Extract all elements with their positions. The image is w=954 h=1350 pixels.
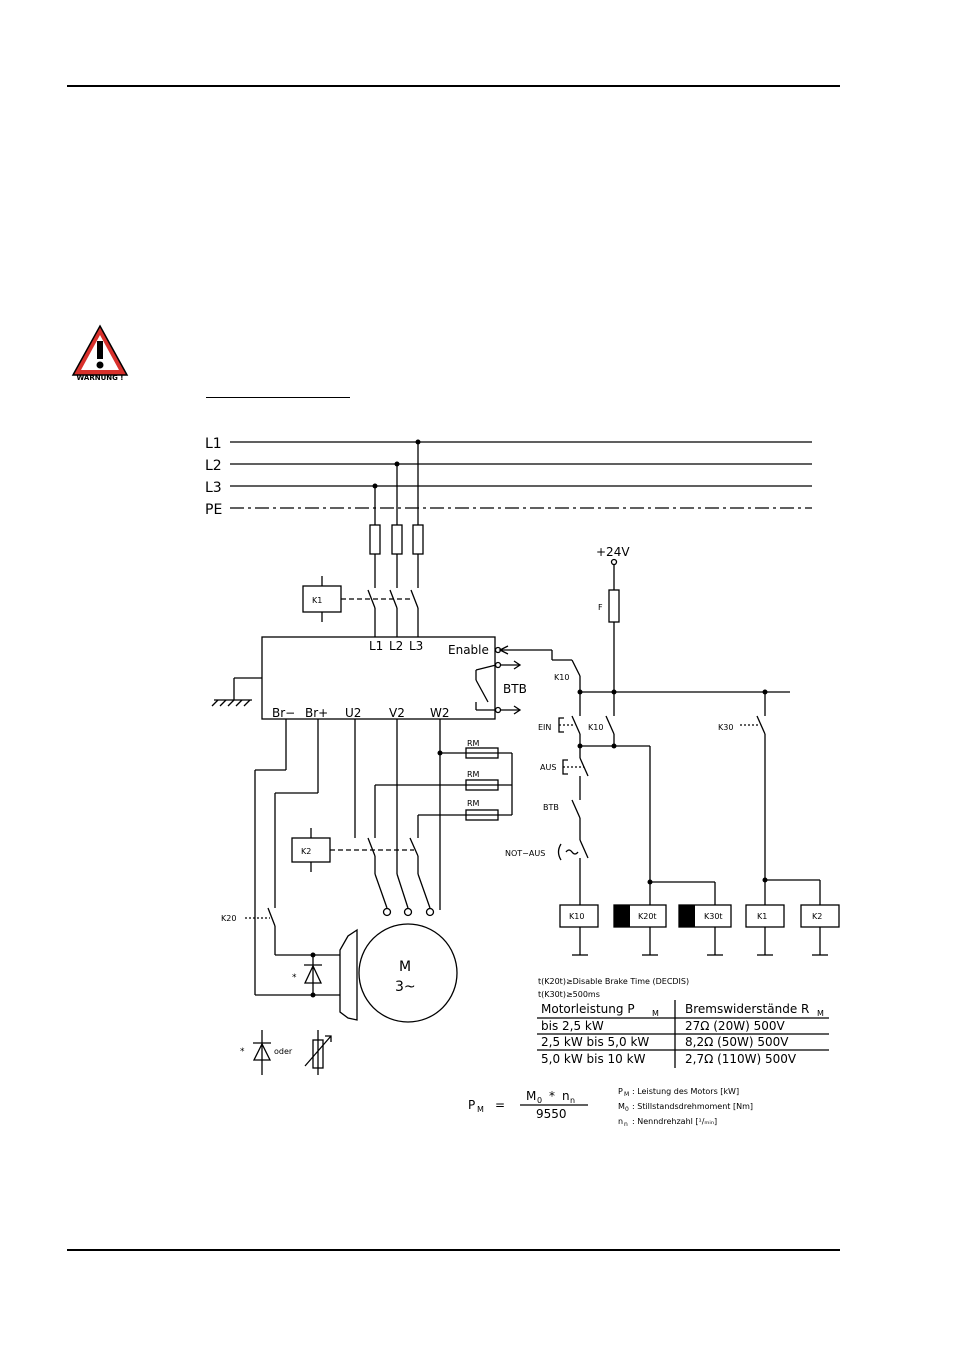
svg-text:P: P <box>618 1087 623 1096</box>
svg-text:K2: K2 <box>301 847 311 856</box>
label-l1: L1 <box>205 436 222 452</box>
svg-text:RM: RM <box>467 799 480 808</box>
fuse-f <box>608 589 620 623</box>
svg-text:RM: RM <box>467 770 480 779</box>
resistor-rm2 <box>465 779 499 791</box>
svg-text:M: M <box>477 1105 484 1114</box>
power-formula: P M = M 0 * n n 9550 P M : Leistung des … <box>468 1087 753 1128</box>
svg-text:*: * <box>240 1047 245 1057</box>
svg-text:=: = <box>495 1098 505 1112</box>
svg-text:M: M <box>618 1102 625 1111</box>
svg-text:n: n <box>624 1121 628 1128</box>
svg-text:RM: RM <box>467 739 480 748</box>
svg-text:M: M <box>399 959 411 975</box>
brake-resistor-table: Motorleistung P M Bremswiderstände R M b… <box>537 1000 829 1068</box>
resistor-rm3 <box>465 809 499 821</box>
svg-text:K10: K10 <box>569 912 584 921</box>
svg-text:K1: K1 <box>312 596 322 605</box>
svg-text:L1: L1 <box>369 639 383 653</box>
svg-text:Enable: Enable <box>448 643 489 657</box>
label-l2: L2 <box>205 458 222 474</box>
svg-text:K30: K30 <box>718 723 733 732</box>
fuse-l3 <box>369 524 381 555</box>
svg-text:Bremswiderstände R: Bremswiderstände R <box>685 1002 809 1016</box>
svg-text:2,5 kW bis 5,0 kW: 2,5 kW bis 5,0 kW <box>541 1035 649 1049</box>
svg-text:K10: K10 <box>554 673 569 682</box>
svg-text:M: M <box>526 1089 536 1103</box>
svg-text:: Stillstandsdrehmoment [Nm]: : Stillstandsdrehmoment [Nm] <box>632 1102 753 1111</box>
svg-text:0: 0 <box>625 1106 629 1113</box>
section-underline <box>206 397 350 398</box>
fuse-l2 <box>391 524 403 555</box>
svg-text:NOT−AUS: NOT−AUS <box>505 849 545 858</box>
svg-text:Br+: Br+ <box>305 706 328 720</box>
svg-text:5,0 kW bis 10 kW: 5,0 kW bis 10 kW <box>541 1052 646 1066</box>
brake-symbol <box>339 928 358 1021</box>
svg-text:K10: K10 <box>588 723 603 732</box>
svg-text:W2: W2 <box>430 706 450 720</box>
svg-text:L3: L3 <box>409 639 423 653</box>
svg-text:0: 0 <box>537 1096 542 1105</box>
coil-k10 <box>559 904 599 928</box>
svg-text:oder: oder <box>274 1047 293 1056</box>
warning-label: WARNUNG ! <box>76 374 124 382</box>
svg-text:M: M <box>652 1009 659 1018</box>
svg-text:K20: K20 <box>221 914 236 923</box>
warning-icon <box>71 324 129 376</box>
svg-text:K20t: K20t <box>638 912 657 921</box>
svg-text:BTB: BTB <box>543 803 559 812</box>
svg-text:*: * <box>549 1089 555 1103</box>
svg-text:BTB: BTB <box>503 682 527 696</box>
svg-text:bis 2,5 kW: bis 2,5 kW <box>541 1019 604 1033</box>
svg-text:n: n <box>570 1096 575 1105</box>
label-pe: PE <box>205 502 222 518</box>
svg-text:P: P <box>468 1098 475 1112</box>
svg-text:M: M <box>817 1009 824 1018</box>
svg-text:9550: 9550 <box>536 1107 567 1121</box>
svg-text:K1: K1 <box>757 912 767 921</box>
svg-text:*: * <box>292 973 297 983</box>
motor-symbol <box>358 923 458 1023</box>
resistor-rm1 <box>465 747 499 759</box>
svg-text:27Ω (20W) 500V: 27Ω (20W) 500V <box>685 1019 785 1033</box>
svg-text:U2: U2 <box>345 706 361 720</box>
label-l3: L3 <box>205 480 222 496</box>
svg-text:: Nenndrehzahl [¹/ₘᵢₙ]: : Nenndrehzahl [¹/ₘᵢₙ] <box>632 1117 717 1126</box>
note-k20t: t(K20t)≥Disable Brake Time (DECDIS) <box>538 977 689 986</box>
svg-text:EIN: EIN <box>538 723 551 732</box>
svg-text:F: F <box>598 603 603 612</box>
svg-text:+24V: +24V <box>596 545 630 559</box>
svg-text:K2: K2 <box>812 912 822 921</box>
svg-text:V2: V2 <box>389 706 405 720</box>
svg-text:K30t: K30t <box>704 912 723 921</box>
svg-text:Motorleistung P: Motorleistung P <box>541 1002 635 1016</box>
svg-text:n: n <box>618 1117 623 1126</box>
svg-text:AUS: AUS <box>540 763 556 772</box>
header-rule <box>67 85 840 87</box>
fuse-l1 <box>412 524 424 555</box>
svg-text:Br−: Br− <box>272 706 295 720</box>
svg-text:M: M <box>624 1091 629 1098</box>
svg-text:L2: L2 <box>389 639 403 653</box>
svg-text:3~: 3~ <box>395 979 416 995</box>
svg-text:n: n <box>562 1089 570 1103</box>
footer-rule <box>67 1249 840 1251</box>
note-k30t: t(K30t)≥500ms <box>538 990 600 999</box>
svg-text:: Leistung des Motors [kW]: : Leistung des Motors [kW] <box>632 1087 739 1096</box>
svg-text:2,7Ω (110W) 500V: 2,7Ω (110W) 500V <box>685 1052 797 1066</box>
svg-text:8,2Ω (50W) 500V: 8,2Ω (50W) 500V <box>685 1035 789 1049</box>
